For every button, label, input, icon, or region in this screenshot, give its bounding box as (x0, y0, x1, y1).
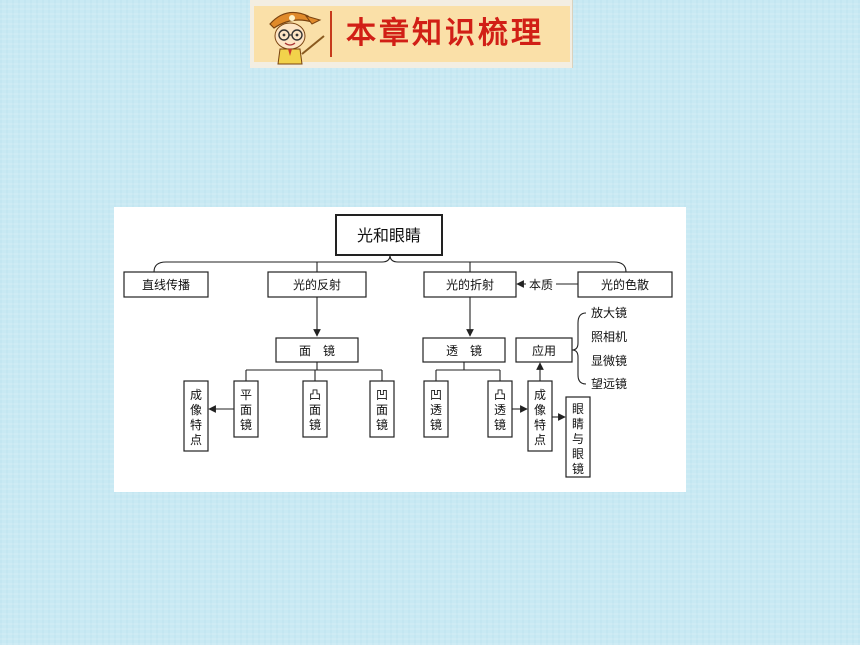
plane-mirror-char: 面 (240, 403, 252, 417)
concave-mirror-char: 凹 (376, 388, 388, 402)
mirror-feature-char: 点 (190, 433, 202, 447)
application-box (515, 337, 573, 363)
root-box (335, 214, 443, 256)
dispersion-box (577, 271, 673, 298)
convex-mirror-char: 面 (309, 403, 321, 417)
plane-mirror-char: 镜 (240, 417, 252, 432)
concept-diagram: 光和眼睛 直线传播 光的反射 光的折射 光的色散 本质 面 镜 透 镜 应用 放… (123, 214, 673, 478)
propagation-label: 直线传播 (142, 277, 190, 292)
telescope-label: 望远镜 (591, 376, 627, 391)
application-brace (571, 312, 587, 385)
convex-mirror-char: 凸 (309, 388, 321, 402)
microscope-label: 显微镜 (591, 353, 627, 368)
concave-mirror-char: 镜 (376, 417, 388, 432)
root-brace (153, 254, 627, 273)
mirror-box (275, 337, 359, 363)
banner-title: 本章知识梳理 (346, 16, 544, 51)
eye-glasses-char: 睛 (572, 417, 584, 431)
concave-mirror-box (369, 380, 395, 438)
concave-lens-char: 透 (430, 403, 442, 417)
banner-divider (330, 11, 332, 57)
lens-feature-char: 成 (534, 388, 546, 402)
dispersion-label: 光的色散 (601, 277, 649, 292)
camera-label: 照相机 (591, 330, 627, 344)
concave-mirror-char: 面 (376, 403, 388, 417)
mirror-label: 面 镜 (299, 343, 335, 358)
lens-branches (435, 362, 501, 381)
lens-feature-char: 像 (534, 403, 546, 417)
mirror-feature-char: 特 (190, 417, 202, 432)
plane-mirror-box (233, 380, 259, 438)
lens-feature-char: 点 (534, 433, 546, 447)
section-banner: 本章知识梳理 (250, 0, 573, 68)
application-label: 应用 (532, 343, 556, 358)
propagation-box (123, 271, 209, 298)
lens-image-features-box (527, 380, 553, 452)
mirror-branches (245, 362, 383, 381)
mascot-icon (269, 11, 325, 65)
convex-lens-char: 透 (494, 403, 506, 417)
reflection-label: 光的反射 (293, 277, 341, 292)
knowledge-diagram-panel: 光和眼睛 直线传播 光的反射 光的折射 光的色散 本质 面 镜 透 镜 应用 放… (114, 207, 686, 492)
refraction-label: 光的折射 (446, 277, 494, 292)
eye-glasses-box (565, 396, 591, 478)
lens-feature-char: 特 (534, 417, 546, 432)
plane-mirror-char: 平 (240, 388, 252, 402)
concave-lens-char: 镜 (430, 417, 442, 432)
convex-mirror-char: 镜 (309, 417, 321, 432)
eye-glasses-char: 眼 (572, 447, 584, 461)
mirror-image-features-box (183, 380, 209, 452)
concave-lens-char: 凹 (430, 388, 442, 402)
eye-glasses-char: 眼 (572, 402, 584, 416)
essence-label-text: 本质 (529, 278, 553, 292)
eye-glasses-char: 镜 (572, 461, 584, 476)
convex-lens-char: 镜 (494, 417, 506, 432)
concave-lens-box (423, 380, 449, 438)
lens-label: 透 镜 (446, 343, 482, 358)
convex-mirror-box (302, 380, 328, 438)
eye-glasses-char: 与 (572, 432, 584, 446)
convex-lens-char: 凸 (494, 388, 506, 402)
magnifier-label: 放大镜 (591, 305, 627, 320)
mirror-feature-char: 像 (190, 403, 202, 417)
root-label: 光和眼睛 (357, 226, 421, 245)
mirror-feature-char: 成 (190, 388, 202, 402)
